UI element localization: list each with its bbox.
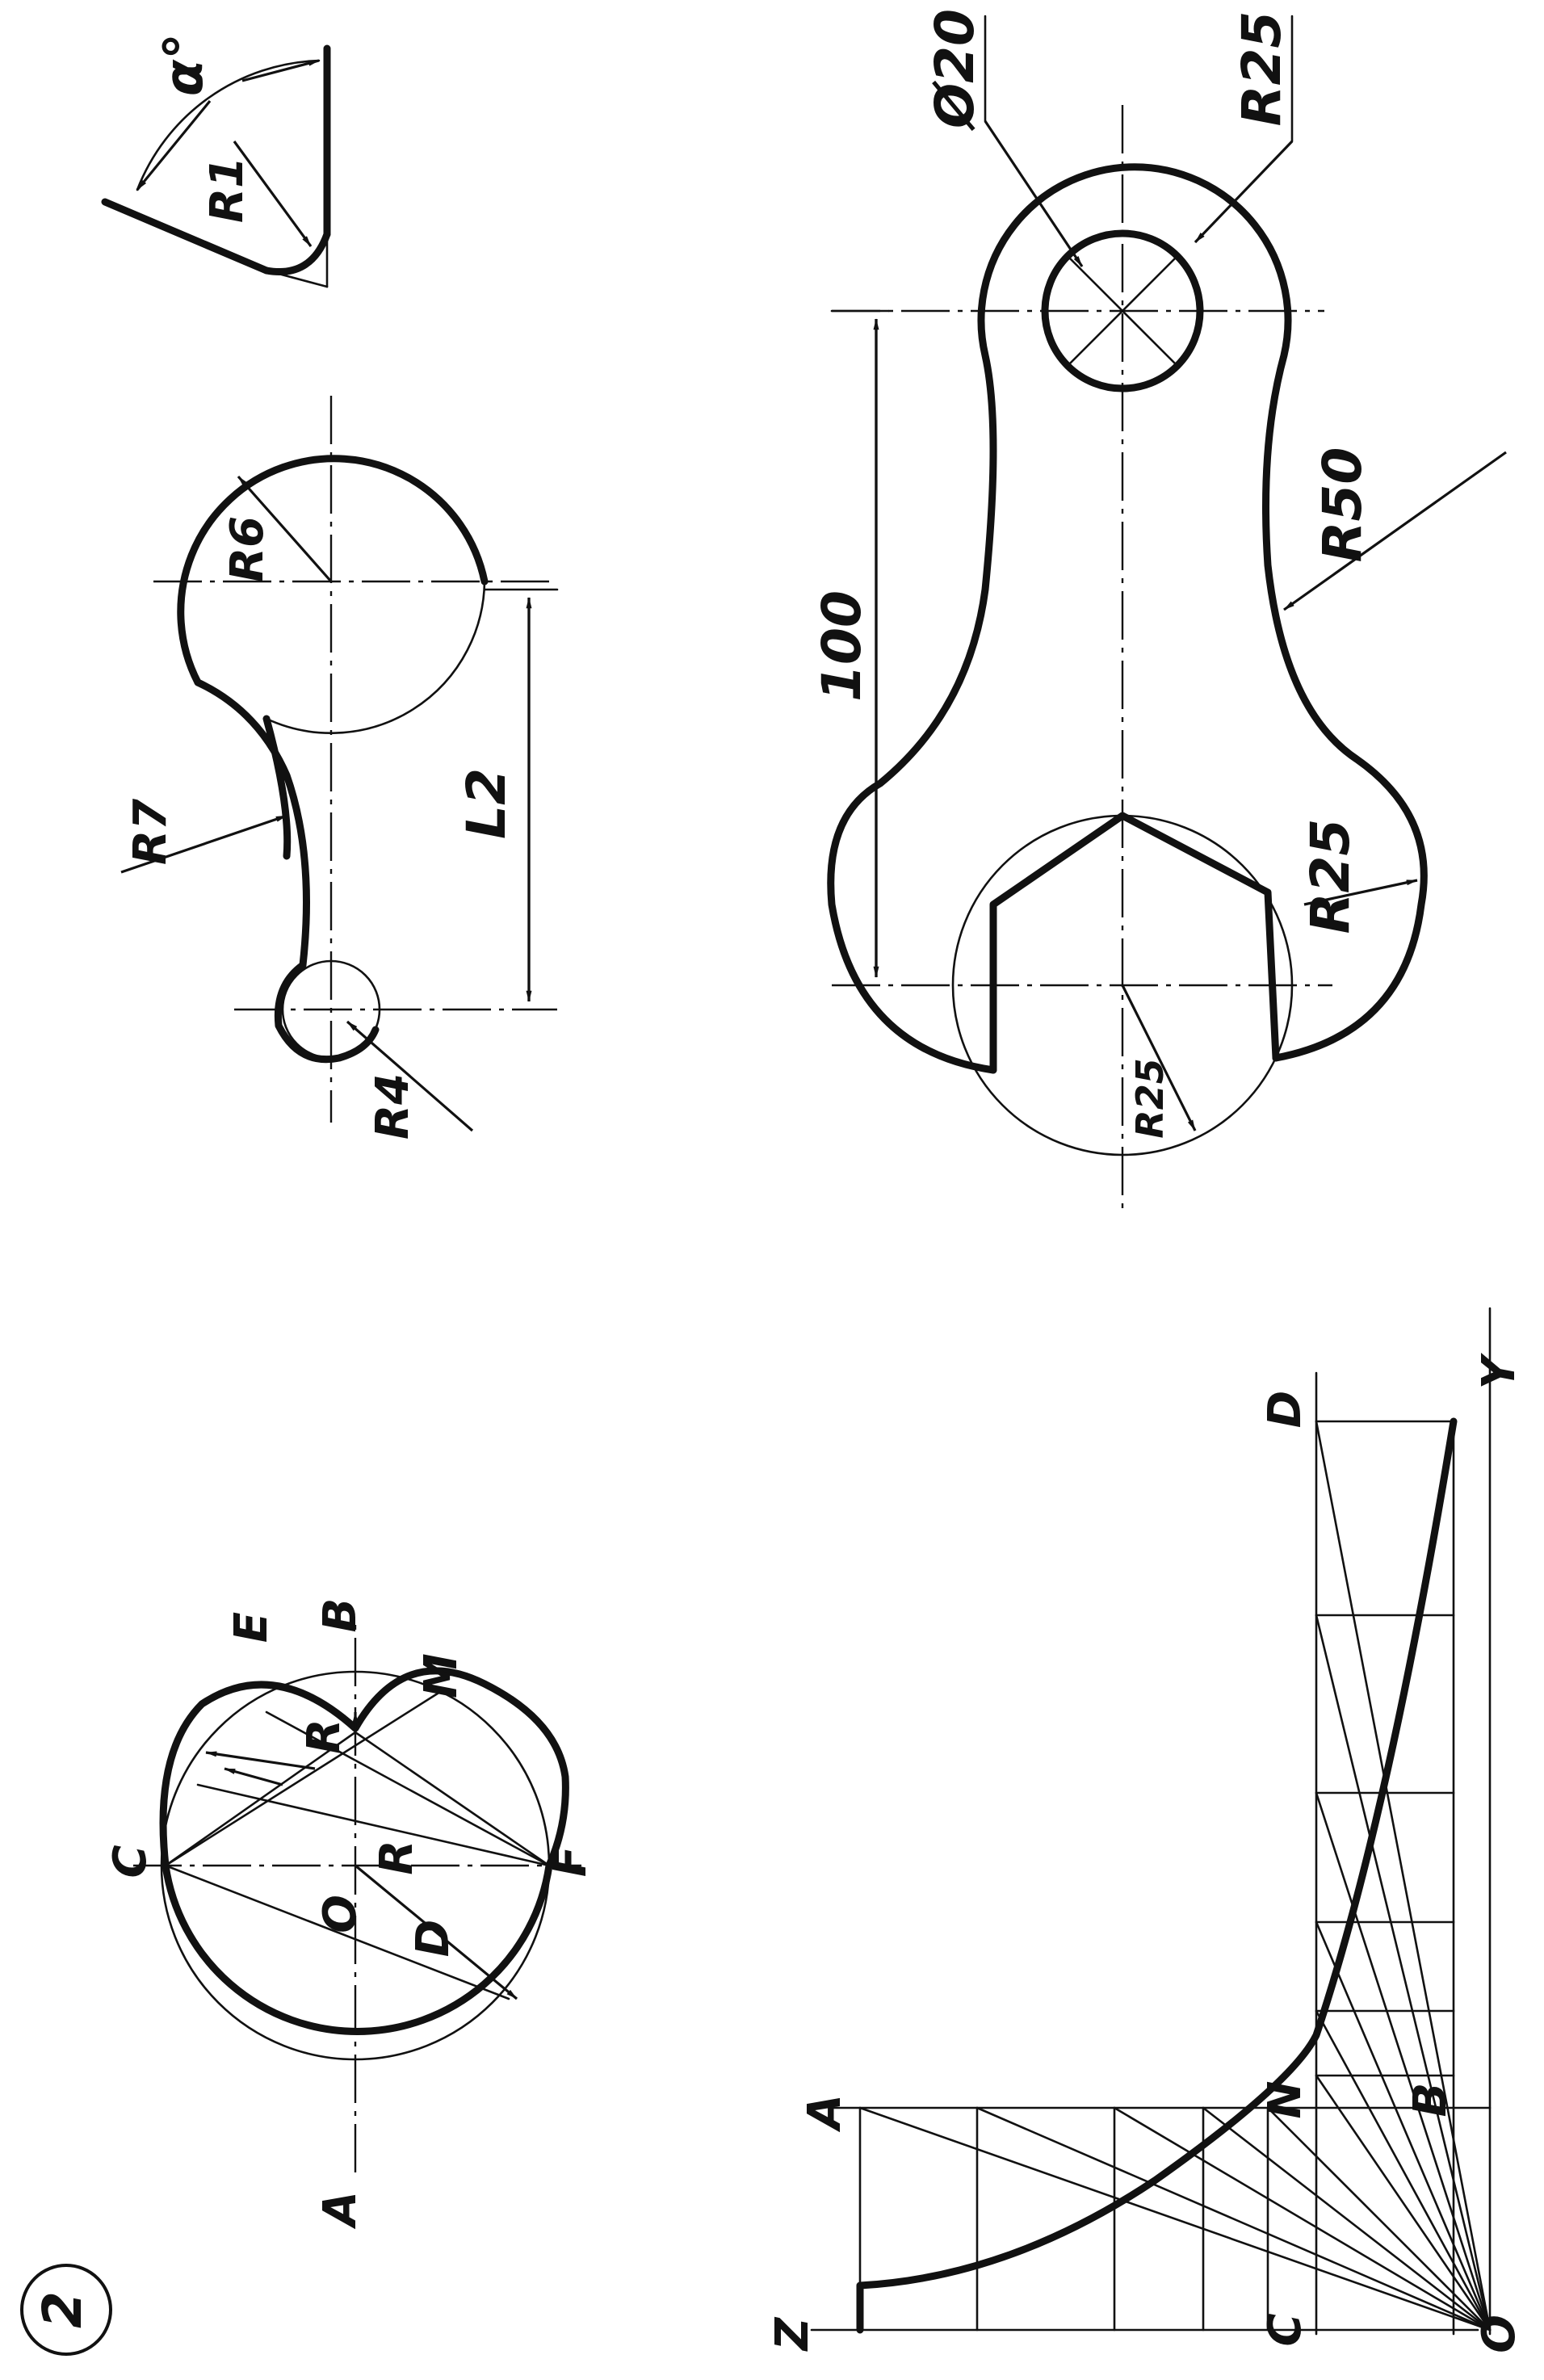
curve-label-b: B [1404, 2083, 1457, 2118]
fillet-r1-arrow [233, 141, 313, 247]
sheet-number-badge: 2 [20, 2264, 112, 2356]
dim-r6 [237, 475, 333, 583]
egg-label-r1: R [298, 1719, 350, 1753]
small-link-l2-label: L2 [455, 768, 518, 839]
small-link-thin-arc [265, 580, 486, 734]
parabola-curve [856, 1417, 1458, 2334]
egg-oval-construction: A O C F B E M R R D [104, 1598, 597, 2230]
fillet-alpha-label: α° [153, 33, 215, 96]
egg-label-e: E [225, 1612, 278, 1643]
curve-label-z: Z [766, 2316, 819, 2352]
dim-r7 [120, 814, 287, 874]
egg-label-m: M [415, 1653, 468, 1698]
curve-label-d: D [1259, 1391, 1311, 1428]
conrod-r25-top-label: R25 [1231, 11, 1293, 127]
small-link-drawing: L2 R6 R7 R4 [120, 396, 559, 1140]
curve-label-c: C [1259, 2313, 1311, 2346]
dim-d20 [984, 120, 1084, 267]
small-link-r6-label: R6 [221, 516, 274, 582]
egg-radius-d-arrow [354, 1864, 518, 2000]
conrod-small-bore [1041, 229, 1204, 392]
egg-label-f: F [544, 1846, 597, 1877]
curve-label-y: Y [1473, 1352, 1525, 1389]
fillet-slanted-line [101, 198, 271, 275]
dim-r4 [346, 1020, 474, 1132]
curve-label-a: A [799, 2094, 851, 2132]
dim-r50 [1283, 451, 1507, 611]
egg-line [196, 1783, 551, 1867]
small-link-big-arc [177, 455, 489, 686]
parabola-grid [975, 1614, 1455, 2332]
egg-label-o: O [314, 1895, 367, 1933]
egg-outline [159, 1667, 569, 2035]
egg-radius-arrow [205, 1751, 316, 1770]
egg-label-b: B [314, 1598, 367, 1633]
egg-label-a: A [314, 2191, 367, 2229]
conrod-r25-right-label: R25 [1299, 819, 1361, 934]
conrod-r50-label: R50 [1311, 447, 1374, 563]
fillet-angle-arc [136, 59, 321, 191]
conrod-hexagon [989, 812, 1280, 1074]
fillet-r1-label: R1 [201, 157, 254, 223]
small-link-r4-label: R4 [367, 1073, 419, 1140]
parabola-rays [858, 1420, 1492, 2332]
small-link-r7-label: R7 [124, 799, 177, 865]
conrod-d20-label: Ø20 [924, 9, 986, 132]
egg-line [164, 1690, 442, 1867]
egg-radius-arrow [224, 1767, 283, 1786]
egg-line [164, 1864, 510, 2000]
conrod-r25-bottom-label: R25 [1128, 1058, 1172, 1138]
egg-label-r2: R [371, 1840, 423, 1874]
dim-r25-top [1194, 140, 1294, 244]
small-link-neck [194, 678, 310, 969]
parabola-construction: Z A C N B O D Y [766, 1307, 1525, 2353]
connecting-rod-drawing: 100 Ø20 R25 R50 R25 R25 [811, 9, 1507, 1211]
curve-label-o: O [1473, 2315, 1525, 2353]
fillet-arc [262, 230, 331, 275]
sheet-number: 2 [31, 2291, 94, 2328]
dim-r25-right [1303, 879, 1418, 906]
egg-label-c: C [104, 1845, 157, 1878]
fillet-angle-drawing: R1 α° [101, 33, 331, 288]
small-link-small-arc [274, 961, 380, 1064]
curve-label-n: N [1259, 2081, 1311, 2119]
egg-label-d: D [407, 1920, 459, 1957]
dim-r25-bottom [1121, 984, 1197, 1131]
egg-line [354, 1731, 551, 1867]
conrod-100-label: 100 [811, 590, 873, 702]
egg-line [265, 1710, 551, 1867]
